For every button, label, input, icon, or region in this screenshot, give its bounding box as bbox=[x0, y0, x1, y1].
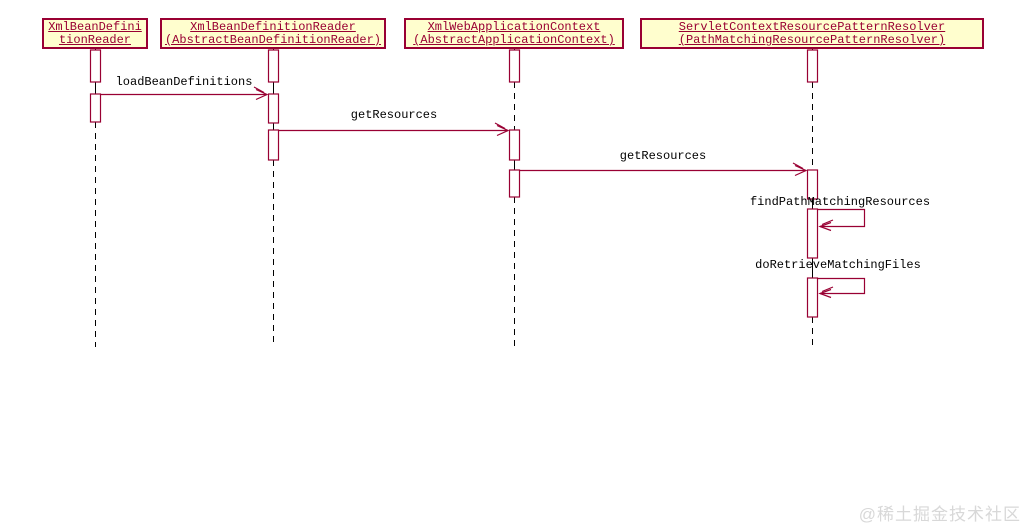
participant-box-servletcontextresourcepatternresolver: ServletContextResourcePatternResolver (P… bbox=[640, 18, 984, 49]
message-label-getresources-1: getResources bbox=[350, 108, 438, 122]
arrow-doretrievematchingfiles-self bbox=[817, 277, 866, 299]
participant-name-line1: XmlBeanDefini bbox=[48, 20, 142, 34]
arrow-getresources-2 bbox=[519, 162, 808, 177]
participant-name-line2: (PathMatchingResourcePatternResolver) bbox=[678, 33, 946, 47]
message-arrows bbox=[100, 86, 866, 299]
participant-name-line2: tionReader bbox=[58, 33, 131, 47]
participant-name-line2: (AbstractBeanDefinitionReader) bbox=[164, 33, 382, 47]
message-label-findpathmatchingresources: findPathMatchingResources bbox=[749, 195, 931, 209]
participant-box-xmlbeandefinitionreader: XmlBeanDefini tionReader bbox=[42, 18, 148, 49]
activation-bars bbox=[89, 49, 819, 318]
participant-name-line2: (AbstractApplicationContext) bbox=[413, 33, 615, 47]
arrow-loadbeandefinitions bbox=[100, 86, 269, 101]
arrow-getresources-1 bbox=[278, 122, 510, 137]
participant-name-line1: XmlWebApplicationContext bbox=[427, 20, 601, 34]
message-label-doretrievematchingfiles: doRetrieveMatchingFiles bbox=[755, 258, 921, 272]
watermark-text: @稀土掘金技术社区 bbox=[858, 505, 1021, 524]
arrow-findpathmatchingresources-self bbox=[817, 208, 866, 232]
participant-name-line1: XmlBeanDefinitionReader bbox=[190, 20, 356, 34]
message-label-loadbeandefinitions: loadBeanDefinitions bbox=[115, 75, 253, 89]
participant-box-abstractbeandefinitionreader: XmlBeanDefinitionReader (AbstractBeanDef… bbox=[160, 18, 386, 49]
participant-name-line1: ServletContextResourcePatternResolver bbox=[678, 20, 946, 34]
participant-box-xmlwebapplicationcontext: XmlWebApplicationContext (AbstractApplic… bbox=[404, 18, 624, 49]
message-label-getresources-2: getResources bbox=[619, 149, 707, 163]
